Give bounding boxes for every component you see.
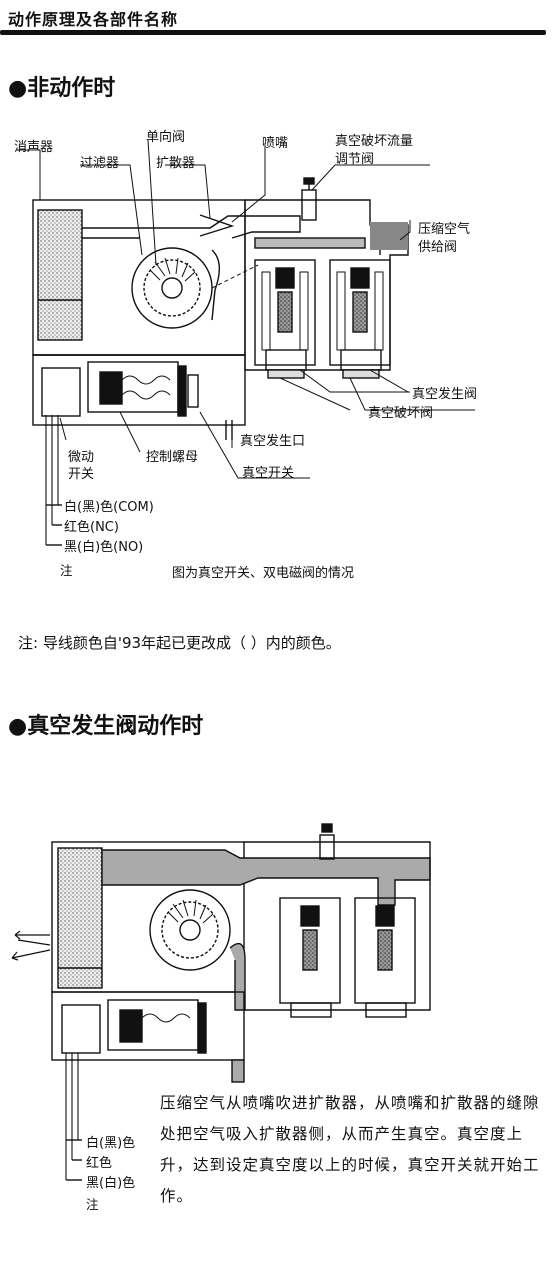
label-vacuum-gen-valve: 真空发生阀 xyxy=(412,387,478,402)
solenoid-1 xyxy=(254,259,316,366)
label-note-mark-1: 注 xyxy=(60,563,73,578)
label-diffuser: 扩散器 xyxy=(156,156,196,171)
label-wire-nc: 红色(NC) xyxy=(64,520,119,535)
diagram1-caption: 图为真空开关、双电磁阀的情况 xyxy=(172,566,355,581)
solenoid-2 xyxy=(329,259,391,366)
micro-switch xyxy=(41,367,81,417)
label-note-mark-2: 注 xyxy=(86,1197,99,1212)
label-wire-no-2: 黑(白)色 xyxy=(86,1176,136,1191)
label-wire-com-2: 白(黑)色 xyxy=(86,1136,136,1151)
label-vacuum-port: 真空发生口 xyxy=(240,434,306,449)
label-wire-com: 白(黑)色(COM) xyxy=(64,500,154,515)
label-vacuum-break-valve: 真空破坏阀 xyxy=(368,406,434,421)
label-control-nut: 控制螺母 xyxy=(146,450,199,465)
label-micro-switch-1: 微动 xyxy=(68,450,95,465)
header-rule xyxy=(0,30,546,35)
operation-description: 压缩空气从喷嘴吹进扩散器，从喷嘴和扩散器的缝隙处把空气吸入扩散器侧，从而产生真空… xyxy=(160,1094,540,1205)
page-header-title: 动作原理及各部件名称 xyxy=(8,10,179,29)
label-supply-valve-1: 压缩空气 xyxy=(418,222,471,237)
label-supply-valve-2: 供给阀 xyxy=(418,240,458,255)
section2-title: ●真空发生阀动作时 xyxy=(8,714,204,739)
label-muffler: 消声器 xyxy=(14,140,54,155)
label-nozzle: 喷嘴 xyxy=(262,136,289,151)
diagram-operating xyxy=(11,823,431,1181)
section1-title: ●非动作时 xyxy=(8,76,116,101)
muffler-block xyxy=(37,209,83,341)
wire-color-note: 注: 导线颜色自'93年起已更改成（ ）内的颜色。 xyxy=(18,634,341,652)
muffler-block-2 xyxy=(57,847,103,989)
label-wire-nc-2: 红色 xyxy=(86,1156,113,1171)
label-check-valve: 单向阀 xyxy=(146,130,186,145)
label-vacuum-break-flow-2: 调节阀 xyxy=(335,152,375,167)
label-vacuum-break-flow-1: 真空破坏流量 xyxy=(335,134,414,149)
label-wire-no: 黑(白)色(NO) xyxy=(64,540,144,555)
label-micro-switch-2: 开关 xyxy=(68,467,95,482)
label-filter: 过滤器 xyxy=(80,156,120,171)
label-vacuum-switch: 真空开关 xyxy=(242,466,295,481)
diagram-non-operating xyxy=(16,139,475,546)
adjust-valve xyxy=(301,189,317,221)
